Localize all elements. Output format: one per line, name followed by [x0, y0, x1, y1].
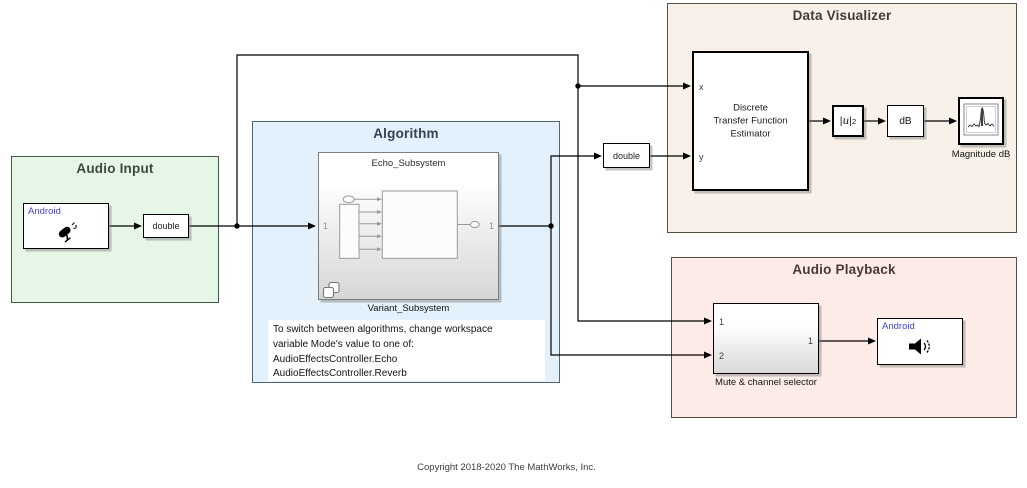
speaker-icon [878, 319, 962, 364]
magsq-bar2: | [849, 115, 853, 127]
mute-outport-label: 1 [807, 336, 813, 346]
area-title-audio-input: Audio Input [76, 161, 154, 176]
audio-capture-block[interactable]: Android [23, 203, 109, 249]
audio-capture-vendor-label: Android [28, 206, 61, 217]
active-variant-label: Echo_Subsystem [371, 158, 446, 169]
variant-subsystem-block[interactable]: Echo_Subsystem 1 1 [318, 152, 499, 300]
mute-channel-selector-name: Mute & channel selector [715, 377, 817, 388]
variant-outport-label: 1 [488, 221, 494, 231]
magsq-exponent: 2 [852, 116, 857, 126]
wire-arrowheads [134, 82, 957, 359]
magsq-bar: | [839, 115, 843, 127]
area-title-algorithm: Algorithm [373, 126, 439, 141]
mute-inport1-label: 1 [719, 317, 725, 327]
microphone-icon [24, 204, 108, 248]
magsq-variable: u [842, 115, 850, 127]
estimator-port-y: y [699, 152, 704, 162]
transfer-function-estimator-block[interactable]: Discrete Transfer Function Estimator x y [692, 51, 809, 191]
spectrum-analyzer-block[interactable] [958, 97, 1004, 145]
db-conversion-block[interactable]: dB [887, 105, 924, 137]
wire-branch-to-mute-in1[interactable] [577, 86, 704, 322]
copyright-annotation: Copyright 2018-2020 The MathWorks, Inc. [417, 462, 596, 473]
spectrum-icon [963, 103, 999, 136]
variant-subsystem-name: Variant_Subsystem [367, 303, 450, 314]
mute-inport2-label: 2 [719, 351, 725, 361]
wire-to-cast-output[interactable] [550, 155, 594, 226]
variant-badge-icon [322, 281, 340, 299]
estimator-label: Discrete Transfer Function Estimator [713, 102, 788, 140]
wire-branch-to-estimator-x[interactable] [236, 54, 683, 226]
variant-subsystem-thumbnail [322, 190, 480, 299]
mute-channel-selector-block[interactable]: 1 2 1 [713, 303, 819, 374]
spectrum-analyzer-name: Magnitude dB [951, 149, 1011, 160]
algorithm-note[interactable]: To switch between algorithms, change wor… [268, 320, 545, 381]
cast-to-double-input-block[interactable]: double [143, 214, 189, 238]
wire-branch-to-mute-in2[interactable] [550, 226, 704, 356]
area-title-data-visualizer: Data Visualizer [792, 8, 892, 23]
variant-inport-label: 1 [323, 221, 329, 231]
audio-playback-device-block[interactable]: Android [877, 318, 963, 365]
cast-to-double-output-block[interactable]: double [603, 143, 650, 168]
area-title-audio-playback: Audio Playback [792, 262, 896, 277]
estimator-port-x: x [699, 82, 704, 92]
magnitude-squared-block[interactable]: |u|2 [832, 105, 864, 137]
audio-playback-vendor-label: Android [882, 321, 915, 332]
